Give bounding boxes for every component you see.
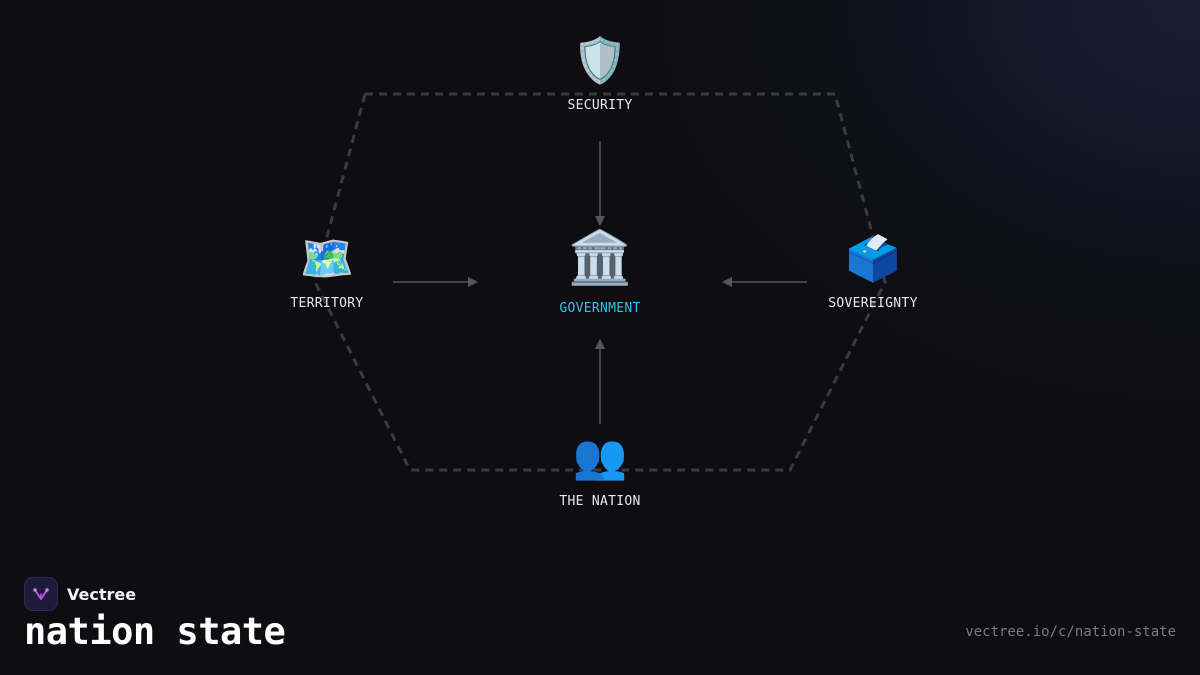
edges — [393, 141, 807, 424]
node-nation: 👥 THE NATION — [559, 432, 640, 510]
classical-building-icon: 🏛️ — [568, 227, 633, 288]
node-label-security: SECURITY — [567, 98, 632, 113]
brand-name: Vectree — [67, 584, 137, 604]
node-government: 🏛️ GOVERNMENT — [559, 227, 640, 316]
page-title: nation state — [24, 610, 286, 653]
node-security: 🛡️ SECURITY — [567, 36, 632, 114]
node-sovereignty: 🗳️ SOVEREIGNTY — [828, 234, 917, 312]
node-label-territory: TERRITORY — [290, 296, 363, 311]
world-map-icon: 🗺️ — [300, 234, 355, 285]
nation-state-diagram: 🛡️ SECURITY 🗺️ TERRITORY 🏛️ GOVERNMENT 🗳… — [290, 36, 917, 510]
node-label-nation: THE NATION — [559, 494, 640, 509]
node-label-government: GOVERNMENT — [559, 301, 640, 316]
node-territory: 🗺️ TERRITORY — [290, 234, 363, 312]
ballot-box-icon: 🗳️ — [846, 234, 901, 285]
brand: Vectree — [24, 577, 136, 611]
vectree-logo-icon — [24, 577, 58, 611]
hexagon-outline — [313, 92, 887, 472]
people-icon: 👥 — [573, 432, 628, 483]
source-url[interactable]: vectree.io/c/nation-state — [965, 624, 1176, 640]
shield-icon: 🛡️ — [573, 36, 628, 87]
node-label-sovereignty: SOVEREIGNTY — [828, 296, 917, 311]
